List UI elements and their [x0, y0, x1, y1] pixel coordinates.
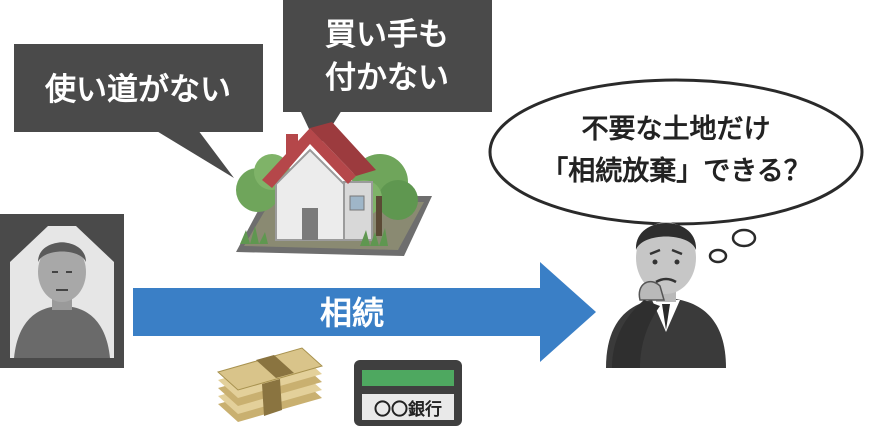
thought-bubble-line-2: 「相続放棄」できる？ — [541, 155, 810, 187]
bankbook-label: 〇〇銀行 — [374, 399, 442, 420]
cash-bundle-icon — [216, 347, 324, 422]
speech-bubble-left-text: 使い道がない — [44, 72, 231, 108]
worried-man-icon — [606, 222, 726, 368]
bankbook-icon: 〇〇銀行 — [354, 360, 462, 426]
house-illustration — [236, 122, 432, 256]
house-window — [349, 195, 365, 211]
thought-bubble-line-1: 不要な土地だけ — [582, 114, 771, 145]
thought-bubble: 不要な土地だけ 「相続放棄」できる？ — [488, 78, 864, 264]
house-door — [302, 208, 318, 240]
inheritance-arrow-label: 相続 — [320, 294, 384, 332]
inheritance-arrow: 相続 — [133, 262, 596, 362]
speech-bubble-right-line-1: 買い手も — [325, 17, 449, 53]
speech-bubble-right: 買い手も 付かない — [283, 0, 492, 148]
deceased-portrait — [0, 214, 124, 368]
speech-bubble-right-line-2: 付かない — [325, 60, 449, 96]
roof — [262, 128, 356, 188]
speech-bubble-left: 使い道がない — [14, 44, 263, 178]
